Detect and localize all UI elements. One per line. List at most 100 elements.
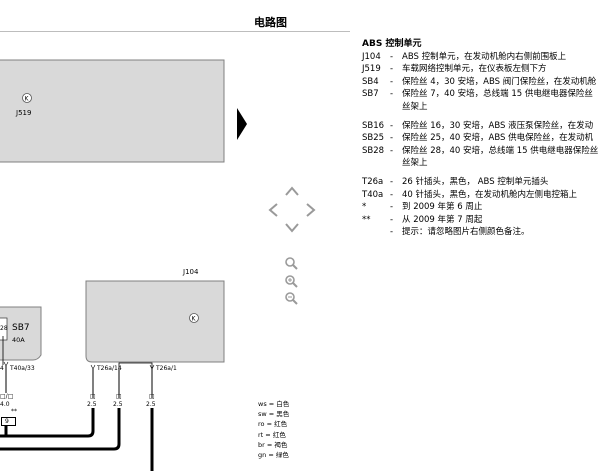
- pan-up-icon[interactable]: [284, 185, 300, 197]
- legend-item-dash: -: [390, 64, 394, 75]
- color-equals: =: [263, 430, 273, 439]
- j519-label: J519: [16, 109, 32, 117]
- wire-label-left: 4: [0, 365, 4, 372]
- legend-item-key: SB4: [362, 76, 379, 87]
- legend-item-text: 40 针插头，黑色，在发动机舱内左侧电控箱上: [402, 189, 578, 200]
- legend-item-dash: -: [390, 189, 394, 200]
- legend-item-key: *: [362, 202, 367, 213]
- sb7-number: 28: [0, 325, 8, 332]
- sb7-rating: 40A: [12, 336, 25, 344]
- pan-left-icon[interactable]: [267, 202, 279, 218]
- wire-size-3: 2.5: [113, 401, 123, 408]
- color-equals: =: [264, 420, 275, 429]
- wire-label-t40a33: T40a/33: [10, 365, 35, 372]
- color-name: 白色: [276, 400, 290, 408]
- legend-item-dash: -: [390, 202, 394, 213]
- color-equals: =: [266, 400, 277, 408]
- legend-item-key: [362, 226, 390, 239]
- color-equals: =: [264, 440, 275, 449]
- legend-item-text: 从 2009 年第 7 周起: [402, 214, 483, 225]
- legend-item-text: 保险丝 4，30 安培，ABS 阀门保险丝，在发动机舱: [402, 76, 597, 87]
- legend-item: SB16-保险丝 16，30 安培，ABS 液压泵保险丝，在发动: [362, 120, 605, 133]
- svg-text:K: K: [25, 96, 30, 103]
- color-code: br: [258, 440, 265, 449]
- color-legend-item: br = 褐色: [258, 440, 289, 450]
- svg-text:K: K: [192, 316, 197, 323]
- legend-item-dash: -: [390, 51, 394, 62]
- color-name: 褐色: [274, 440, 288, 449]
- color-code: gn: [258, 451, 267, 460]
- color-code: sw: [258, 410, 267, 419]
- legend-item-key: T26a: [362, 176, 384, 187]
- color-legend-item: ws = 白色: [258, 399, 289, 409]
- legend-item: 丝架上: [362, 101, 605, 114]
- next-page-arrow-icon[interactable]: [236, 106, 248, 142]
- wire-thick-1: [0, 408, 95, 438]
- wire-size-1: 4.0: [0, 401, 10, 408]
- legend-item-dash: -: [390, 133, 394, 144]
- sb7-box: [0, 306, 42, 361]
- wire-label-t26a14: T26a/14: [97, 365, 122, 372]
- legend-item-text: 保险丝 28，40 安培，总线端 15 供电继电器保险丝: [402, 145, 599, 156]
- legend-item-dash: -: [390, 120, 394, 131]
- legend-item-dash: -: [390, 176, 394, 187]
- zoom-out-icon[interactable]: [284, 291, 298, 305]
- legend-item: SB25-保险丝 25，40 安培，ABS 供电保险丝，在发动机: [362, 132, 605, 145]
- color-equals: =: [266, 451, 276, 460]
- legend-item-key: T40a: [362, 189, 384, 200]
- color-code: ro: [258, 420, 265, 429]
- wire-mark-1: **: [11, 408, 17, 415]
- legend-item-dash: -: [390, 76, 394, 87]
- color-code: ws: [258, 400, 267, 408]
- legend-item-text: 保险丝 25，40 安培，ABS 供电保险丝，在发动机: [402, 133, 594, 144]
- wire-color-3: □: [116, 393, 122, 400]
- j104-box: [85, 280, 225, 363]
- legend-item: J104-ABS 控制单元，在发动机舱内右侧前围板上: [362, 51, 605, 64]
- legend-item: T26a-26 针插头，黑色， ABS 控制单元插头: [362, 176, 605, 189]
- color-legend-item: ro = 红色: [258, 419, 289, 429]
- sb7-label: SB7: [12, 323, 30, 333]
- j519-box: [0, 59, 225, 163]
- header-divider: [0, 31, 350, 32]
- legend-item-text: ABS 控制单元，在发动机舱内右侧前围板上: [402, 51, 567, 62]
- j104-ground-symbol: [189, 313, 199, 323]
- legend-item-key: SB7: [362, 89, 379, 100]
- legend-item-text: 丝架上: [402, 101, 428, 112]
- legend-item: SB28-保险丝 28，40 安培，总线端 15 供电继电器保险丝: [362, 145, 605, 158]
- legend-item-text: 26 针插头，黑色， ABS 控制单元插头: [402, 176, 549, 187]
- legend-item-text: 提示：请忽略图片右侧颜色备注。: [402, 227, 530, 238]
- legend-item: SB7-保险丝 7，40 安培，总线端 15 供电继电器保险丝: [362, 88, 605, 101]
- legend-item-dash: -: [390, 89, 394, 100]
- j104-label: J104: [183, 268, 199, 276]
- wire-color-2: □: [90, 393, 96, 400]
- color-name: 红色: [272, 430, 286, 439]
- legend-item-text: 到 2009 年第 6 周止: [402, 202, 483, 213]
- legend-item-text: 丝架上: [402, 158, 428, 169]
- legend-item: * -到 2009 年第 6 周止: [362, 201, 605, 214]
- pan-down-icon[interactable]: [284, 222, 300, 234]
- wire-thick-2: [0, 408, 121, 451]
- legend-item-dash: -: [390, 227, 394, 238]
- color-name: 红色: [274, 420, 288, 429]
- legend-item: -提示：请忽略图片右侧颜色备注。: [362, 226, 605, 239]
- wire-color-1: □/□: [0, 393, 14, 400]
- color-name: 绿色: [275, 451, 289, 460]
- color-code: rt: [258, 430, 264, 439]
- legend-item-key: J519: [362, 64, 381, 75]
- zoom-reset-icon[interactable]: [284, 256, 298, 270]
- color-legend-item: sw = 黑色: [258, 409, 289, 419]
- legend-item: J519-车载网络控制单元，在仪表板左侧下方: [362, 63, 605, 76]
- legend-item: SB4-保险丝 4，30 安培，ABS 阀门保险丝，在发动机舱: [362, 76, 605, 89]
- legend-item-key: SB16: [362, 120, 385, 131]
- page-title: 电路图: [254, 16, 287, 29]
- zoom-in-icon[interactable]: [284, 274, 298, 288]
- legend-item-key: SB28: [362, 145, 385, 156]
- wire-box-1: 9: [1, 417, 16, 426]
- color-equals: =: [266, 410, 277, 419]
- wire-size-4: 2.5: [146, 401, 156, 408]
- legend-item-text: 保险丝 7，40 安培，总线端 15 供电继电器保险丝: [402, 89, 593, 100]
- wire-color-4: □: [149, 393, 155, 400]
- pan-right-icon[interactable]: [305, 202, 317, 218]
